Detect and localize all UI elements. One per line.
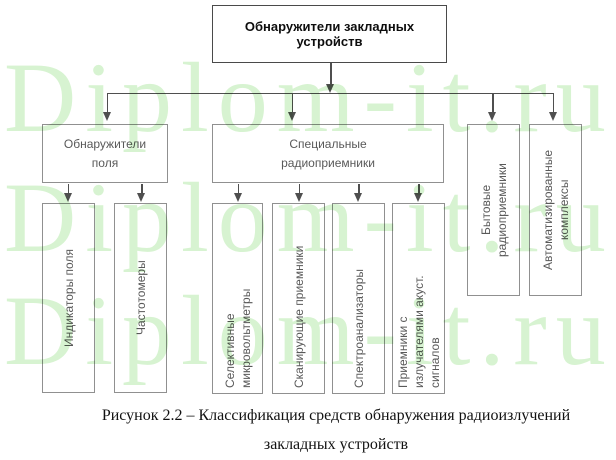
arrowhead-down-icon [63,193,72,202]
node-special-receivers: Специальные радиоприемники [212,124,444,183]
connector-line [237,184,239,194]
node-automated-complexes: Автоматизированные комплексы [529,124,582,296]
connector-line [492,93,494,112]
arrowhead-down-icon [137,193,145,202]
figure-caption-line1: Рисунок 2.2 – Классификация средств обна… [101,407,571,424]
figure-caption: Рисунок 2.2 – Классификация средств обна… [56,401,616,459]
connector-line [358,184,360,194]
node-household-receivers-label: Бытовые радиоприемники [478,163,509,257]
node-selective-microvoltmeters-label: Селективные микровольтметры [222,288,253,388]
connector-line [418,184,420,194]
node-scanning-receivers-label: Сканирующие приемники [291,245,306,388]
node-automated-complexes-label: Автоматизированные комплексы [540,149,571,271]
arrowhead-down-icon [488,112,496,121]
node-spectrum-analyzers-label: Спектроанализаторы [351,269,366,388]
connector-line [291,93,293,112]
node-field-indicators: Индикаторы поля [42,203,95,393]
connector-line [298,184,300,194]
arrowhead-down-icon [233,193,242,202]
figure-caption-line2: закладных устройств [263,436,409,453]
connector-line [141,184,143,194]
node-frequency-meters-label: Частотомеры [133,260,148,336]
arrowhead-down-icon [548,112,557,121]
node-special-receivers-label: Специальные радиоприемники [281,136,375,170]
connector-line [330,63,332,85]
node-frequency-meters: Частотомеры [114,203,167,393]
node-scanning-receivers: Сканирующие приемники [272,203,325,394]
node-household-receivers: Бытовые радиоприемники [467,124,520,296]
node-field-detectors-label: Обнаружители поля [63,136,147,170]
connector-line [106,93,108,112]
node-field-indicators-label: Индикаторы поля [61,249,76,347]
arrowhead-down-icon [287,112,296,121]
node-root-label: Обнаружители закладных устройств [244,19,415,49]
arrowhead-down-icon [326,84,334,93]
arrowhead-down-icon [102,112,111,121]
arrowhead-down-icon [294,193,303,202]
connector-bus [107,92,554,94]
node-selective-microvoltmeters: Селективные микровольтметры [212,203,263,394]
node-field-detectors: Обнаружители поля [42,124,168,183]
node-spectrum-analyzers: Спектроанализаторы [332,203,385,394]
connector-line [552,93,554,112]
connector-line [67,184,69,194]
arrowhead-down-icon [414,193,422,202]
node-root: Обнаружители закладных устройств [212,5,447,63]
arrowhead-down-icon [354,193,362,202]
node-acoustic-emitter-receivers-label: Приемники с излучателями акуст. сигналов [395,275,442,388]
node-acoustic-emitter-receivers: Приемники с излучателями акуст. сигналов [392,203,445,394]
